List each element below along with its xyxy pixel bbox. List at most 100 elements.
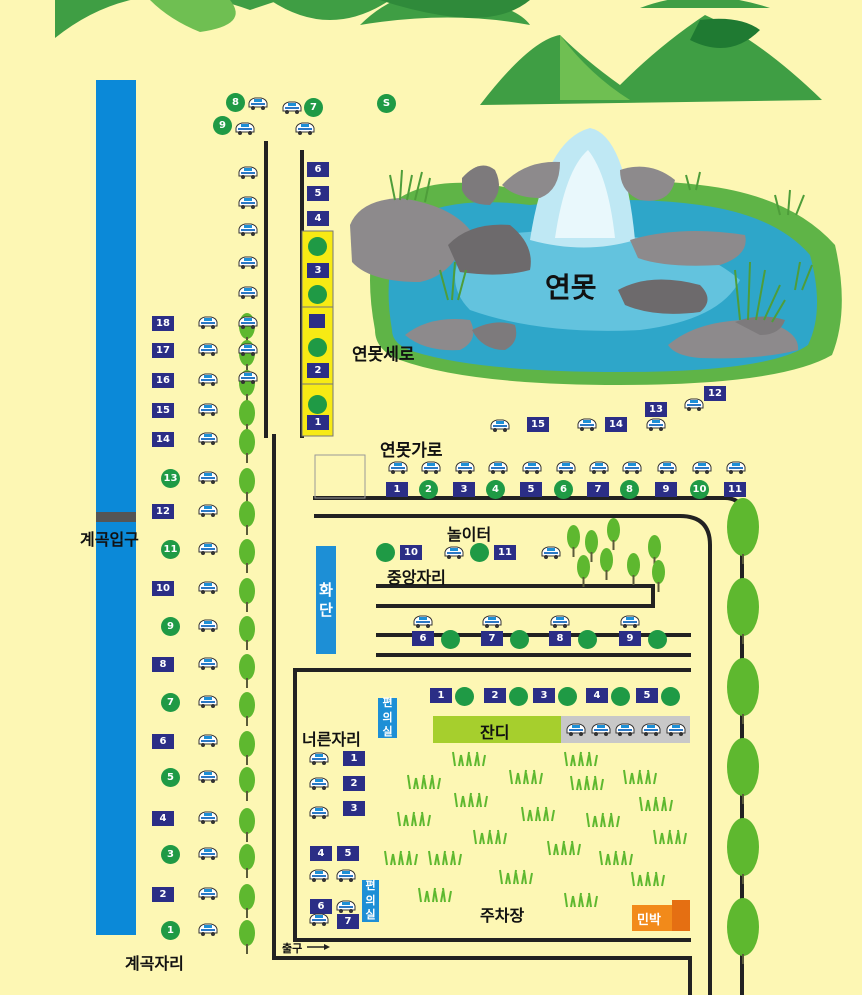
car-icon [281, 100, 303, 114]
playground-site: 10 [400, 545, 422, 560]
car-icon [443, 545, 465, 559]
tree-icon [577, 555, 590, 591]
pond-west-site: 6 [307, 162, 329, 177]
car-icon [237, 370, 259, 384]
grass-tufts [384, 751, 687, 908]
central-circle [510, 630, 529, 649]
pond-north-site: 11 [724, 482, 746, 497]
pond-north-site: 4 [486, 480, 505, 499]
car-icon [412, 614, 434, 628]
valley-sites-label: 계곡자리 [125, 954, 184, 973]
valley-site: 11 [161, 540, 180, 559]
pond-south-site: 13 [645, 402, 667, 417]
exit-label: 출구 [282, 942, 303, 955]
valley-site: 2 [152, 887, 174, 902]
playground-circle [470, 543, 489, 562]
mountains [55, 0, 822, 105]
car-icon [197, 580, 219, 594]
tree-icon [239, 616, 255, 654]
central-circle [578, 630, 597, 649]
valley-site: 3 [161, 845, 180, 864]
pond-west-circle [308, 237, 327, 256]
pond-west-site: 1 [307, 415, 329, 430]
car-icon [489, 418, 511, 432]
lawn-row-circle [611, 687, 630, 706]
car-icon [197, 733, 219, 747]
car-icon [197, 694, 219, 708]
car-icon [197, 372, 219, 386]
car-icon [576, 417, 598, 431]
wide-site: 6 [310, 899, 332, 914]
tree-icon [567, 525, 580, 561]
car-icon [237, 165, 259, 179]
car-icon [590, 722, 612, 736]
pond-north-site: 6 [554, 480, 573, 499]
tree-icon [648, 535, 661, 571]
car-icon [237, 195, 259, 209]
pond-north-site: 3 [453, 482, 475, 497]
tree-icon [239, 692, 255, 730]
car-icon [540, 545, 562, 559]
valley-site: 16 [152, 373, 174, 388]
wide-site: 5 [337, 846, 359, 861]
pond-west-site: 3 [307, 263, 329, 278]
pond-west-road-label: 연못세로 [352, 345, 415, 365]
wide-site: 4 [310, 846, 332, 861]
car-icon [197, 470, 219, 484]
pond-north-site: 1 [386, 482, 408, 497]
pond-north-site: 9 [655, 482, 677, 497]
car-icon [621, 460, 643, 474]
tree-icon [239, 731, 255, 769]
valley-site: 9 [161, 617, 180, 636]
valley-site: 15 [152, 403, 174, 418]
pond-south-site: 15 [527, 417, 549, 432]
minbak-label: 민박 [637, 913, 661, 928]
lawn-row-circle [455, 687, 474, 706]
central-site: 7 [481, 631, 503, 646]
wide-site: 7 [337, 914, 359, 929]
tree-icon [239, 501, 255, 539]
car-icon [247, 96, 269, 110]
pond-west-circle [308, 395, 327, 414]
valley-site: 1 [161, 921, 180, 940]
car-icon [308, 805, 330, 819]
car-icon [588, 460, 610, 474]
lawn-row-site: 1 [430, 688, 452, 703]
valley-site: 6 [152, 734, 174, 749]
central-circle [441, 630, 460, 649]
car-icon [294, 121, 316, 135]
car-icon [308, 868, 330, 882]
tree-icon [627, 553, 640, 589]
car-icon [197, 618, 219, 632]
tree-icon [727, 738, 759, 808]
car-icon [197, 315, 219, 329]
pond-west-site: 4 [307, 211, 329, 226]
top-site: 7 [304, 98, 323, 117]
tree-icon [239, 920, 255, 958]
tree-icon [239, 767, 255, 805]
wide-site: 2 [343, 776, 365, 791]
tree-icon [239, 844, 255, 882]
car-icon [335, 899, 357, 913]
tree-icon [239, 429, 255, 467]
car-icon [308, 912, 330, 926]
car-icon [197, 431, 219, 445]
pond-west-circle [308, 338, 327, 357]
pond-south-site: 14 [605, 417, 627, 432]
tree-icon [607, 518, 620, 554]
car-icon [565, 722, 587, 736]
car-icon [197, 541, 219, 555]
car-icon [237, 285, 259, 299]
tree-icon [727, 818, 759, 888]
car-icon [237, 315, 259, 329]
valley-site: 13 [161, 469, 180, 488]
playground-circle [376, 543, 395, 562]
tree-icon [239, 468, 255, 506]
valley-site: 7 [161, 693, 180, 712]
car-icon [521, 460, 543, 474]
wide-sites-label: 너른자리 [302, 730, 361, 749]
parking-label: 주차장 [480, 906, 525, 925]
